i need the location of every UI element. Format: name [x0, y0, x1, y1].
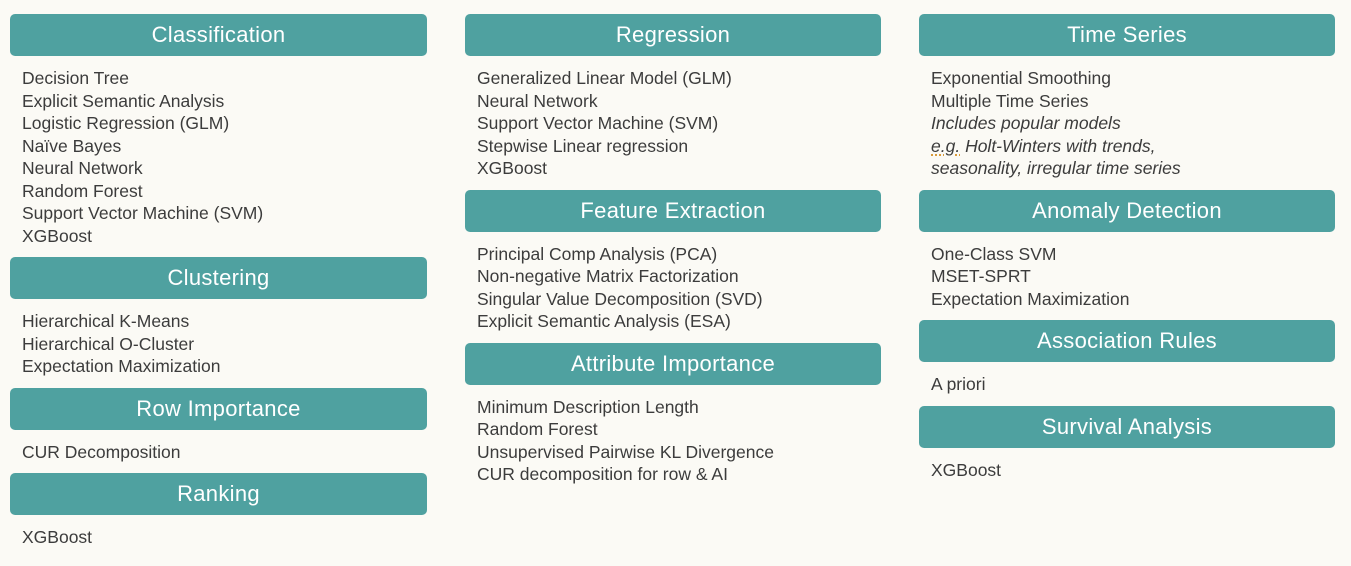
- section-header-regression: Regression: [465, 14, 881, 56]
- algorithm-item: Minimum Description Length: [477, 396, 699, 417]
- section-header-ranking: Ranking: [10, 473, 427, 515]
- section-header-row-importance: Row Importance: [10, 387, 427, 430]
- algorithm-item: Singular Value Decomposition (SVD): [477, 288, 763, 309]
- attribute-importance-list: Minimum Description Length Random Forest…: [465, 396, 881, 486]
- algorithm-item: CUR decomposition for row & AI: [477, 464, 728, 484]
- algorithm-item: Neural Network: [477, 90, 598, 111]
- algorithm-item: Expectation Maximization: [22, 356, 221, 376]
- association-rules-list: A priori: [919, 373, 1335, 396]
- ranking-list: XGBoost: [10, 526, 427, 549]
- classification-list: Decision Tree Explicit Semantic Analysis…: [10, 67, 427, 247]
- survival-analysis-list: XGBoost: [919, 459, 1335, 482]
- time-series-note: Includes popular models: [931, 113, 1121, 133]
- eg-abbreviation: e.g.: [931, 135, 961, 156]
- algorithm-item: Hierarchical K-Means: [22, 311, 190, 331]
- algorithm-item: Support Vector Machine (SVM): [477, 113, 719, 133]
- algorithm-item: Hierarchical O-Cluster: [22, 333, 195, 354]
- time-series-list: Exponential Smoothing Multiple Time Seri…: [919, 67, 1335, 180]
- algorithm-item: Stepwise Linear regression: [477, 135, 689, 156]
- algorithm-item: Decision Tree: [22, 68, 129, 88]
- section-header-survival-analysis: Survival Analysis: [919, 405, 1335, 448]
- section-header-attribute-importance: Attribute Importance: [465, 342, 881, 385]
- algorithm-item: Explicit Semantic Analysis: [22, 90, 225, 111]
- algorithm-item: Random Forest: [22, 180, 143, 201]
- regression-list: Generalized Linear Model (GLM) Neural Ne…: [465, 67, 881, 180]
- algorithm-item: Neural Network: [22, 158, 143, 178]
- algorithm-item: XGBoost: [22, 527, 93, 547]
- algorithm-item: Generalized Linear Model (GLM): [477, 68, 732, 88]
- section-header-feature-extraction: Feature Extraction: [465, 189, 881, 232]
- algorithm-item: Unsupervised Pairwise KL Divergence: [477, 441, 774, 462]
- time-series-note: e.g. Holt-Winters with trends,: [931, 135, 1335, 158]
- column-3: Time Series Exponential Smoothing Multip…: [919, 14, 1335, 491]
- algorithm-item: A priori: [931, 374, 986, 394]
- row-importance-list: CUR Decomposition: [10, 441, 427, 464]
- algorithm-item: Naïve Bayes: [22, 135, 122, 156]
- section-header-classification: Classification: [10, 14, 427, 56]
- algorithm-item: Multiple Time Series: [931, 90, 1089, 111]
- algorithm-item: XGBoost: [931, 459, 1002, 480]
- column-2: Regression Generalized Linear Model (GLM…: [465, 14, 881, 496]
- time-series-note: seasonality, irregular time series: [931, 158, 1181, 178]
- algorithm-item: XGBoost: [22, 225, 93, 246]
- column-1: Classification Decision Tree Explicit Se…: [10, 14, 427, 559]
- algorithm-item: Non-negative Matrix Factorization: [477, 266, 739, 286]
- section-header-association-rules: Association Rules: [919, 320, 1335, 362]
- algorithm-item: Support Vector Machine (SVM): [22, 203, 264, 223]
- algorithm-item: MSET-SPRT: [931, 266, 1031, 286]
- section-header-time-series: Time Series: [919, 14, 1335, 56]
- anomaly-detection-list: One-Class SVM MSET-SPRT Expectation Maxi…: [919, 243, 1335, 311]
- algorithm-item: Random Forest: [477, 419, 598, 439]
- algorithm-item: XGBoost: [477, 158, 548, 178]
- algorithm-item: One-Class SVM: [931, 243, 1057, 264]
- feature-extraction-list: Principal Comp Analysis (PCA) Non-negati…: [465, 243, 881, 333]
- algorithm-item: Principal Comp Analysis (PCA): [477, 243, 718, 264]
- algorithm-item: CUR Decomposition: [22, 441, 181, 462]
- algorithm-item: Expectation Maximization: [931, 288, 1130, 309]
- time-series-note-text: Holt-Winters with trends,: [960, 135, 1156, 156]
- algorithm-item: Logistic Regression (GLM): [22, 113, 230, 133]
- algorithm-item: Exponential Smoothing: [931, 68, 1111, 88]
- section-header-clustering: Clustering: [10, 257, 427, 299]
- clustering-list: Hierarchical K-Means Hierarchical O-Clus…: [10, 310, 427, 378]
- section-header-anomaly-detection: Anomaly Detection: [919, 189, 1335, 232]
- algorithm-item: Explicit Semantic Analysis (ESA): [477, 311, 731, 331]
